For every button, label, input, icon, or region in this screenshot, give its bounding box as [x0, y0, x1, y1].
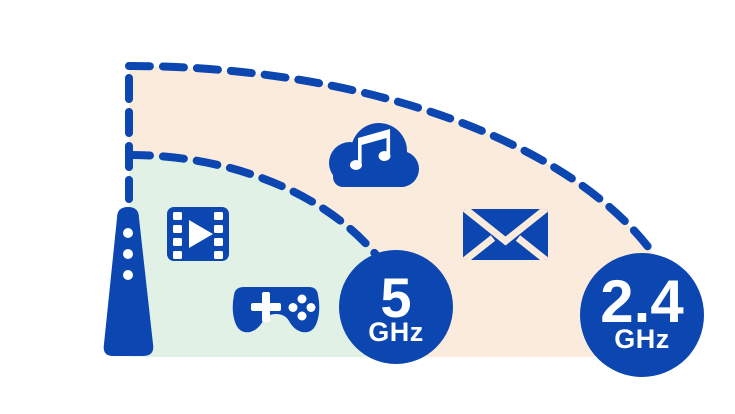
badge-5ghz-unit: GHz	[368, 317, 424, 347]
dashed-arc-5ghz	[125, 150, 394, 278]
envelope-icon	[463, 209, 548, 260]
badge-2-4ghz-unit: GHz	[614, 324, 670, 354]
music-note-glyph	[350, 129, 391, 170]
badge-2-4ghz: 2.4 GHz	[580, 253, 704, 377]
wifi-router-icon	[103, 207, 154, 356]
dashed-arc-2-4ghz	[125, 62, 656, 256]
badge-2-4ghz-circle	[580, 253, 704, 377]
music-cloud-icon	[329, 123, 419, 187]
badge-5ghz-circle	[339, 250, 453, 364]
video-film-icon	[167, 207, 229, 261]
badge-5ghz: 5 GHz	[339, 250, 453, 364]
badge-2-4ghz-value: 2.4	[600, 268, 684, 335]
game-controller-icon	[232, 287, 320, 333]
badge-5ghz-value: 5	[380, 266, 411, 329]
